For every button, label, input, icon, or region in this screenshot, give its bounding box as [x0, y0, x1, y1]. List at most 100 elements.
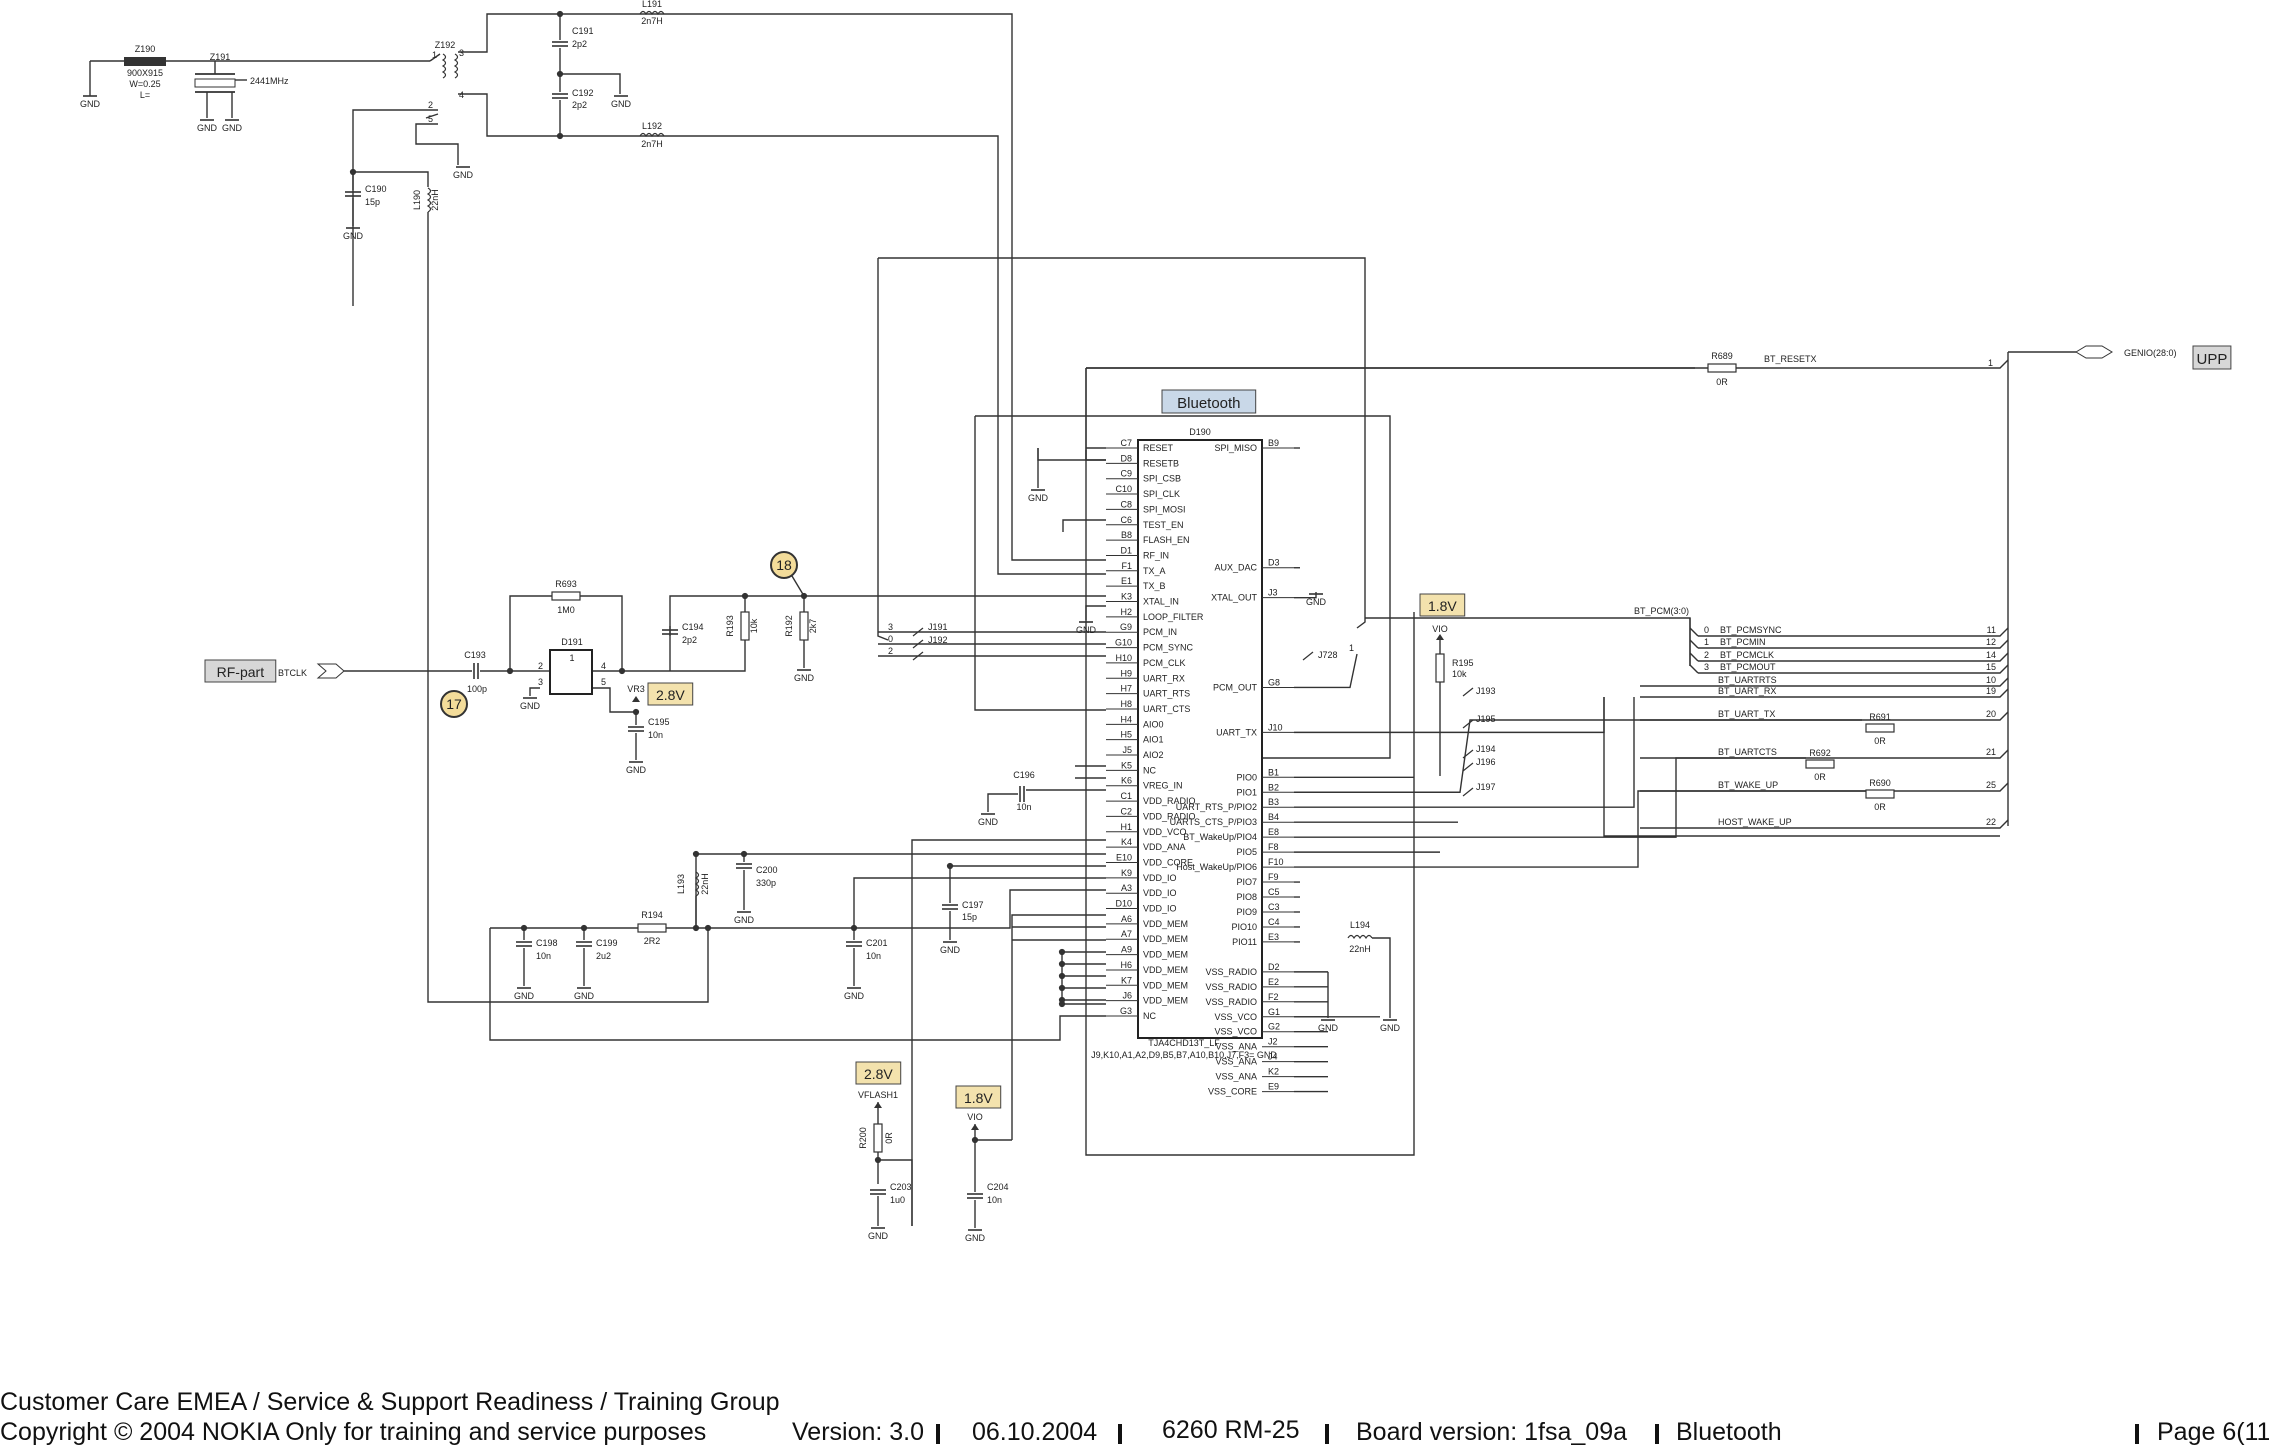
r693-ref: R693 — [555, 579, 577, 589]
r692-val: 0R — [1814, 772, 1826, 782]
z190-ref: Z190 — [135, 44, 156, 54]
wire — [1640, 688, 2009, 698]
c196-val: 10n — [1016, 802, 1031, 812]
z192-pin: 1 — [432, 50, 437, 60]
l193-val: 22nH — [700, 873, 710, 895]
jumper-tick — [1462, 787, 1474, 797]
footer-date: 06.10.2004 — [972, 1418, 1098, 1446]
ic-pin-number: B4 — [1268, 812, 1279, 822]
ic-pin-number: H8 — [1120, 699, 1132, 709]
rf-part-tag-text: RF-part — [217, 664, 265, 680]
wire — [791, 575, 805, 597]
ground-label: GND — [1380, 1023, 1401, 1033]
jumper-tick — [912, 627, 924, 637]
wire — [415, 123, 459, 165]
ic-pin-name: VSS_RADIO — [1205, 967, 1257, 977]
c204-val: 10n — [987, 1195, 1002, 1205]
resistor — [551, 591, 581, 601]
wire — [1640, 819, 2009, 829]
ic-pin-name: FLASH_EN — [1143, 535, 1190, 545]
ic-pin-name: PIO1 — [1236, 787, 1257, 797]
wire — [853, 877, 1106, 928]
wire — [529, 687, 540, 696]
z190-l3: L= — [140, 90, 150, 100]
pin-number: 12 — [1986, 637, 1996, 647]
l190-val: 22nH — [430, 189, 440, 211]
ground-label: GND — [343, 231, 364, 241]
marker-number: 18 — [776, 557, 792, 573]
ic-pin-name: AIO2 — [1143, 750, 1164, 760]
vr3-label: VR3 — [627, 684, 645, 694]
ic-pin-number: C8 — [1120, 499, 1132, 509]
r690-ref: R690 — [1869, 778, 1891, 788]
bluetooth-title-tag — [1161, 389, 1257, 414]
ic-pin-name: RESET — [1143, 443, 1174, 453]
ic-pin-name: VDD_MEM — [1143, 965, 1188, 975]
ground-label: GND — [940, 945, 961, 955]
pin-number: 10 — [1986, 675, 1996, 685]
voltage-2v8-tag-b — [855, 1061, 902, 1085]
ground-label: GND — [844, 991, 865, 1001]
l193-ref: L193 — [676, 874, 686, 894]
ic-pin-name: PIO5 — [1236, 847, 1257, 857]
pin-number: 21 — [1986, 747, 1996, 757]
supply-arrow — [971, 1124, 979, 1130]
bus-net-name: BT_PCMSYNC — [1720, 625, 1782, 635]
schematic-diagram: D190TJA4CHD13T_LFJ9,K10,A1,A2,D9,B5,B7,A… — [80, 0, 2232, 1243]
z192-pin: 4 — [459, 90, 464, 100]
ic-pin-name: Host_WakeUp/PIO6 — [1176, 862, 1257, 872]
ic-pin-number: G8 — [1268, 677, 1280, 687]
wire — [352, 109, 438, 306]
supply-arrow — [632, 696, 640, 702]
wire — [1689, 627, 1699, 637]
ic-pin-number: B2 — [1268, 782, 1279, 792]
ic-pin-name: VSS_VCO — [1214, 1012, 1257, 1022]
c198-val: 10n — [536, 951, 551, 961]
c193-val: 100p — [467, 684, 487, 694]
ic-pin-name: SPI_CSB — [1143, 474, 1181, 484]
ic-pin-number: E9 — [1268, 1082, 1279, 1092]
ic-pin-number: K9 — [1121, 868, 1132, 878]
ic-pin-number: H7 — [1120, 684, 1132, 694]
wire — [425, 113, 439, 119]
wire — [1085, 450, 1106, 461]
ic-d190-body — [1137, 439, 1263, 1039]
ic-pin-number: H10 — [1115, 653, 1132, 663]
ic-pin-number: C4 — [1268, 917, 1280, 927]
ic-pin-name: PIO9 — [1236, 907, 1257, 917]
inductor — [639, 132, 665, 138]
junction-dot — [692, 924, 700, 932]
resistor — [1865, 723, 1895, 733]
c197-val: 15p — [962, 912, 977, 922]
ic-pin-name: SPI_MOSI — [1143, 504, 1186, 514]
labels: D190TJA4CHD13T_LFJ9,K10,A1,A2,D9,B5,B7,A… — [80, 0, 2227, 1243]
net-btclk: BTCLK — [278, 668, 307, 678]
ic-pin-number: J6 — [1122, 991, 1132, 1001]
voltage-2v8-tag-b-text: 2.8V — [864, 1066, 893, 1082]
ic-pin-number: B1 — [1268, 767, 1279, 777]
ic-pin-name: VSS_RADIO — [1205, 997, 1257, 1007]
wire — [580, 595, 623, 672]
ground-label: GND — [978, 817, 999, 827]
bus-index: 2 — [888, 646, 893, 656]
ic-pin-number: J4 — [1268, 1052, 1278, 1062]
r691-ref: R691 — [1869, 712, 1891, 722]
jumper-tick — [1462, 719, 1474, 729]
wire — [1037, 448, 1106, 461]
jumper-tick — [1462, 749, 1474, 759]
ic-pin-name: VDD_ANA — [1143, 842, 1186, 852]
ic-pin-number: K4 — [1121, 837, 1132, 847]
j192-label: J192 — [928, 635, 948, 645]
ic-pin-name: TX_B — [1143, 581, 1166, 591]
resistor — [740, 611, 750, 641]
pin-number: 14 — [1986, 650, 1996, 660]
wire — [1294, 653, 1358, 689]
r194-val: 2R2 — [644, 936, 661, 946]
ic-pin-number: H5 — [1120, 730, 1132, 740]
wire — [1698, 627, 2009, 637]
l191-val: 2n7H — [641, 16, 663, 26]
ic-pin-number: E8 — [1268, 827, 1279, 837]
ic-pin-number: H6 — [1120, 960, 1132, 970]
ic-pin-number: D8 — [1120, 453, 1132, 463]
ic-pin-number: H1 — [1120, 822, 1132, 832]
